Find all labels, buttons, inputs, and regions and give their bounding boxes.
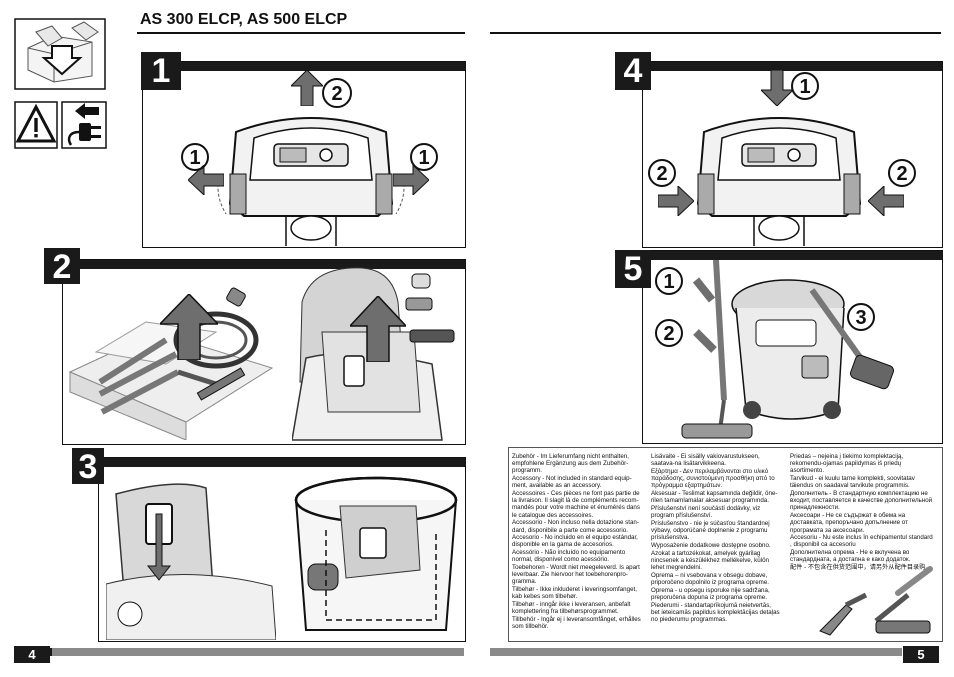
accessory-nozzles-illustration [819,566,933,636]
acc-text-lt: Priedas – nejeina į tiekimo komplektacij… [790,453,904,475]
page-number-left: 4 [14,646,50,663]
callout-3: 3 [847,303,875,331]
acc-text-nl: Toebehoren - Wordt niet meegeleverd. Is … [512,564,640,586]
acc-text-de: Zubehör - Im Lieferumfang nicht enthalte… [512,453,629,475]
callout-2-right: 2 [888,159,916,187]
bag-installed-illustration [294,476,458,631]
accessories-panel [508,447,943,642]
acc-text-ro: Accesoriu - Nu este inclus în echipament… [790,534,933,549]
acc-text-fr: Accessoires - Ces pièces ne font pas par… [512,490,640,519]
bag-insert-illustration [106,483,276,640]
arrow-left-icon [868,186,904,216]
arrow-up-icon [291,70,323,106]
accessories-column-2: Lisävaite - Ei sisälly vakiovarustukseen… [651,453,781,624]
step-3-number: 3 [72,448,104,486]
accessories-column-1: Zubehör - Im Lieferumfang nicht enthalte… [512,453,644,631]
acc-text-mk: Дополнителна опрема - Не е вклучена во с… [790,549,911,564]
vacuum-with-accessories-illustration [681,260,894,439]
acc-text-hu: Azokat a tartozékokat, amelyek gyárilag … [651,549,769,572]
unpack-box-icon [14,18,106,90]
acc-text-bg: Аксесоари - Не се съдържат в обема на до… [790,512,908,534]
callout-1-right: 1 [410,143,438,171]
acc-text-sv: Tillbehör - Ingår ej i leveransomfånget,… [512,615,641,631]
acc-text-et: Tarvikud - ei kuulu tarne komplekti, soo… [790,475,915,490]
acc-text-hr: Oprema - u opsegu isporuke nije sadržana… [651,586,770,601]
callout-2: 2 [655,319,683,347]
acc-text-zh: 配件 - 不包含在供货范围中，请另外从配件目录购。 [790,564,932,572]
callout-2: 2 [322,78,352,108]
acc-text-pl: Wyposażenie dodatkowe dostępne osobno. [651,541,771,549]
callout-1: 1 [655,267,683,295]
acc-text-pt: Acessório - Não incluído no equipamento … [512,549,626,564]
callout-1-left: 1 [181,143,209,171]
callout-1: 1 [791,72,819,100]
vacuum-top-view [217,117,405,246]
acc-text-fi: Lisävaite - Ei sisälly vakiovarustukseen… [651,453,760,468]
title-rule-right [490,32,941,34]
acc-text-da: Tilbehør - Ikke inkluderet i leveringsom… [512,586,637,601]
step-2-number: 2 [44,248,80,286]
title-rule-left [137,32,465,34]
arrow-down-icon [761,70,793,106]
acc-text-es: Accesorio - No incluido en el equipo est… [512,534,638,549]
acc-text-sl: Oprema – ni vsebovana v obsegu dobave, p… [651,571,769,586]
acc-text-sk: Príslušenstvo - nie je súčasťou štandard… [651,519,770,542]
acc-text-cs: Příslušenství není součástí dodávky, viz… [651,504,761,520]
unplug-icon [61,101,107,149]
footer-bar-left-grey [52,648,464,656]
accessories-column-3: Priedas – nejeina į tiekimo komplektacij… [790,453,935,572]
footer-bar-right-grey [490,648,902,656]
acc-text-el: Εξάρτημα - Δεν περιλαμβάνονται στο υλικό… [651,467,775,490]
acc-text-tr: Aksesuar - Teslimat kapsamında değildir,… [651,490,778,505]
page-title: AS 300 ELCP, AS 500 ELCP [140,11,348,28]
step-4-number: 4 [615,52,651,90]
acc-text-ru: Дополнитель - В стандартную комплектацию… [790,490,933,512]
page-number-right: 5 [903,646,939,663]
step-5-number: 5 [615,250,651,288]
arrow-up-icon [350,296,406,362]
vacuum-top-view [696,117,862,246]
arrow-up-icon [160,294,218,360]
acc-text-no: Tilbehør - inngår ikke i leveransen, anb… [512,601,631,616]
step-1-number: 1 [141,52,181,90]
warning-icon [14,101,58,149]
arrow-right-icon [658,186,694,216]
acc-text-lv: Piederumi - standartaprīkojumā neietvert… [651,601,780,623]
callout-2-left: 2 [648,159,676,187]
acc-text-en: Accessory - Not included in standard equ… [512,475,632,490]
acc-text-it: Accessorio - Non incluso nella dotazione… [512,519,639,534]
